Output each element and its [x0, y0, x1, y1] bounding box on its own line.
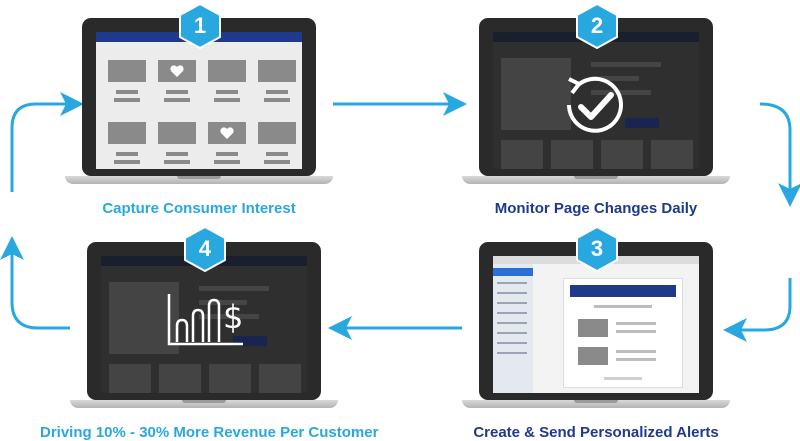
mail-list-line	[497, 322, 527, 324]
email-product-image	[578, 319, 608, 337]
product-label	[216, 152, 238, 156]
product-label	[116, 152, 138, 156]
thumb-block	[501, 140, 543, 169]
arrow-left-to-step1	[10, 92, 84, 192]
product-label	[164, 160, 190, 164]
product-label	[164, 98, 190, 102]
arrow-step2-to-step3	[759, 102, 800, 207]
email-footer-line	[604, 377, 642, 380]
email-text-line	[616, 350, 656, 353]
text-line	[591, 90, 651, 95]
step-number: 1	[193, 13, 207, 38]
email-title-line	[594, 305, 652, 308]
thumb-block	[551, 140, 593, 169]
refresh-check-icon	[567, 76, 623, 133]
arrow-into-step3	[723, 278, 792, 342]
thumb-block	[209, 364, 251, 393]
product-tile	[208, 60, 246, 82]
step-number: 4	[198, 236, 212, 261]
cta-block	[625, 118, 659, 128]
laptop-step-1	[65, 18, 333, 190]
text-line	[591, 76, 639, 81]
email-product-image	[578, 347, 608, 365]
laptop-screen: $	[101, 256, 307, 393]
email-text-line	[616, 358, 656, 361]
laptop-screen	[493, 32, 699, 169]
thumb-block	[259, 364, 301, 393]
product-label	[214, 160, 240, 164]
mail-sidebar-selected	[493, 268, 533, 276]
laptop-notch	[182, 400, 226, 403]
email-header-bar	[570, 285, 676, 297]
product-tile	[108, 122, 146, 144]
product-tile-favorited	[208, 122, 246, 144]
svg-text:$: $	[223, 298, 243, 336]
mail-list-line	[497, 292, 527, 294]
product-tile	[258, 60, 296, 82]
heart-icon	[220, 127, 234, 139]
product-tile-favorited	[158, 60, 196, 82]
product-label	[266, 90, 288, 94]
step-caption-1: Capture Consumer Interest	[102, 200, 296, 217]
email-text-line	[616, 322, 656, 325]
product-image-block	[109, 282, 179, 354]
step-number: 2	[590, 13, 604, 38]
mail-list-line	[497, 302, 527, 304]
step-badge-4: 4	[183, 226, 227, 272]
laptop-base	[462, 400, 730, 408]
mail-list-line	[497, 342, 527, 344]
text-line	[199, 314, 259, 319]
laptop-notch	[574, 176, 618, 179]
step-caption-3: Create & Send Personalized Alerts	[473, 424, 719, 441]
product-label	[214, 98, 240, 102]
laptop-base	[70, 400, 338, 408]
mail-list-line	[497, 332, 527, 334]
laptop-step-2	[462, 18, 730, 190]
step-number: 3	[590, 236, 604, 261]
email-body	[563, 278, 683, 388]
product-label	[116, 90, 138, 94]
step-badge-3: 3	[575, 226, 619, 272]
product-tile	[258, 122, 296, 144]
email-text-line	[616, 330, 656, 333]
step-badge-2: 2	[575, 3, 619, 49]
laptop-base	[462, 176, 730, 184]
text-line	[199, 286, 269, 291]
step-badge-1: 1	[178, 3, 222, 49]
step-caption-4: Driving 10% - 30% More Revenue Per Custo…	[40, 424, 379, 441]
laptop-screen	[96, 32, 302, 169]
mail-list-line	[497, 282, 527, 284]
laptop-notch	[177, 176, 221, 179]
product-image-block	[501, 58, 571, 130]
cta-block	[233, 336, 267, 346]
product-label	[216, 90, 238, 94]
laptop-base	[65, 176, 333, 184]
text-line	[199, 300, 247, 305]
thumb-block	[159, 364, 201, 393]
product-label	[114, 98, 140, 102]
product-label	[114, 160, 140, 164]
mail-list-line	[497, 312, 527, 314]
laptop-notch	[574, 400, 618, 403]
mail-sidebar	[493, 264, 533, 393]
product-tile	[158, 122, 196, 144]
product-tile	[108, 60, 146, 82]
laptop-screen	[493, 256, 699, 393]
arrow-step4-to-left	[0, 236, 70, 330]
product-label	[264, 160, 290, 164]
mail-list-line	[497, 352, 527, 354]
text-line	[591, 62, 661, 67]
product-label	[166, 152, 188, 156]
heart-icon	[170, 65, 184, 77]
product-label	[166, 90, 188, 94]
revenue-chart-icon: $	[167, 294, 243, 346]
step-caption-2: Monitor Page Changes Daily	[494, 200, 698, 217]
thumb-block	[601, 140, 643, 169]
laptop-step-3	[462, 242, 730, 414]
thumb-block	[651, 140, 693, 169]
product-label	[266, 152, 288, 156]
product-label	[264, 98, 290, 102]
thumb-block	[109, 364, 151, 393]
